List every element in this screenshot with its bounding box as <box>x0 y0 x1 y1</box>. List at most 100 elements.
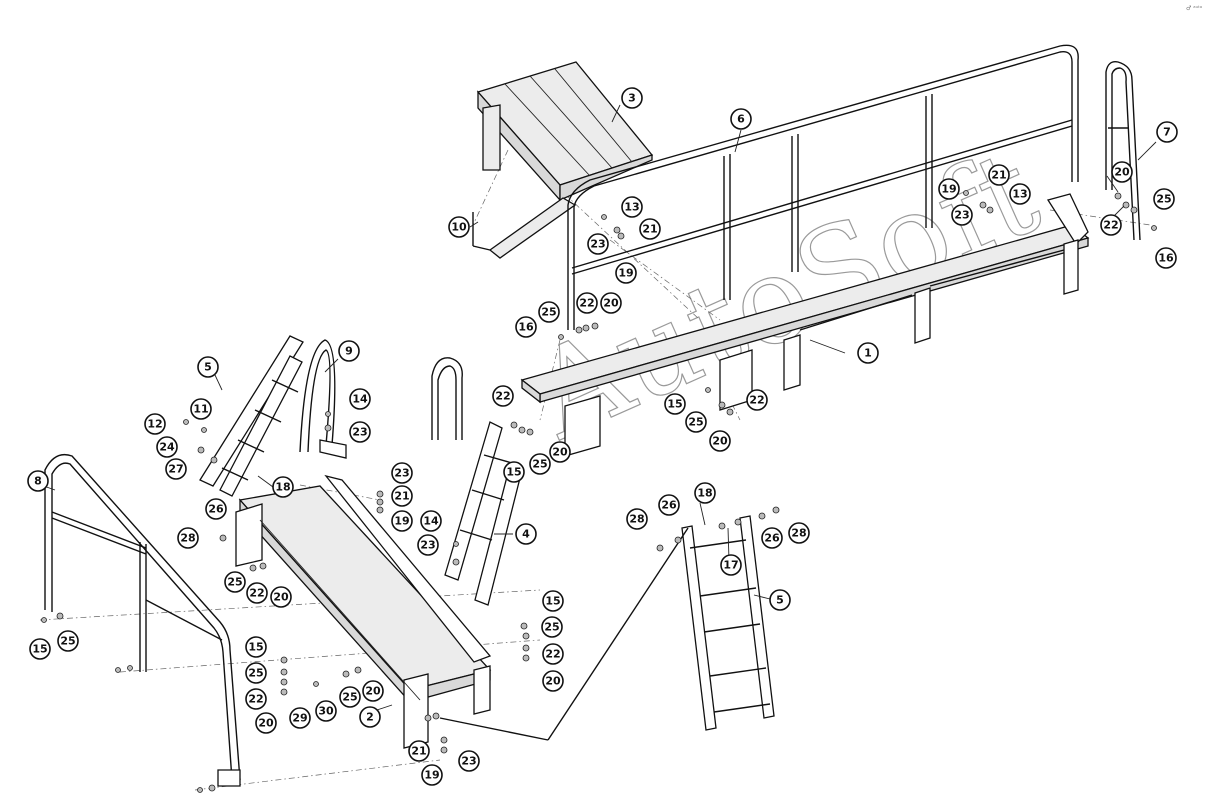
svg-text:20: 20 <box>258 717 274 730</box>
svg-text:25: 25 <box>544 621 559 634</box>
callout-20: 20 <box>270 586 292 608</box>
callout-14: 14 <box>349 388 371 410</box>
callout-12: 12 <box>144 413 166 435</box>
part-7-end-rail <box>1105 61 1141 241</box>
svg-text:6: 6 <box>737 113 745 126</box>
callout-26: 26 <box>658 494 680 516</box>
callout-1: 1 <box>857 342 879 364</box>
svg-text:28: 28 <box>629 513 644 526</box>
callout-20: 20 <box>709 430 731 452</box>
callout-20: 20 <box>255 712 277 734</box>
callout-25: 25 <box>245 662 267 684</box>
svg-text:21: 21 <box>411 745 426 758</box>
svg-text:24: 24 <box>159 441 175 454</box>
callout-15: 15 <box>503 461 525 483</box>
svg-text:20: 20 <box>712 435 728 448</box>
callout-19: 19 <box>615 262 637 284</box>
callout-22: 22 <box>576 292 598 314</box>
callout-28: 28 <box>626 508 648 530</box>
callout-25: 25 <box>224 571 246 593</box>
svg-text:18: 18 <box>275 481 290 494</box>
svg-text:21: 21 <box>991 169 1006 182</box>
svg-text:13: 13 <box>624 201 639 214</box>
svg-text:15: 15 <box>248 641 263 654</box>
part-1-main-deck <box>520 193 1090 457</box>
part-8-left-rail <box>44 453 241 787</box>
callout-6: 6 <box>730 108 752 130</box>
callout-25: 25 <box>541 616 563 638</box>
svg-text:15: 15 <box>667 398 682 411</box>
svg-text:20: 20 <box>365 685 381 698</box>
callout-22: 22 <box>1100 214 1122 236</box>
svg-text:4: 4 <box>522 528 530 541</box>
svg-text:20: 20 <box>273 591 289 604</box>
callout-29: 29 <box>289 707 311 729</box>
svg-text:22: 22 <box>749 394 764 407</box>
svg-text:23: 23 <box>954 209 969 222</box>
svg-text:23: 23 <box>420 539 435 552</box>
callout-15: 15 <box>542 590 564 612</box>
callout-25: 25 <box>685 411 707 433</box>
svg-text:29: 29 <box>292 712 307 725</box>
svg-text:15: 15 <box>506 466 521 479</box>
callout-13: 13 <box>621 196 643 218</box>
callout-5: 5 <box>197 356 219 378</box>
svg-text:22: 22 <box>495 390 510 403</box>
svg-text:12: 12 <box>147 418 162 431</box>
callout-7: 7 <box>1156 121 1178 143</box>
callout-23: 23 <box>458 750 480 772</box>
callout-17: 17 <box>720 554 742 576</box>
callout-14: 14 <box>420 510 442 532</box>
callout-23: 23 <box>391 462 413 484</box>
callout-22: 22 <box>492 385 514 407</box>
svg-text:25: 25 <box>688 416 703 429</box>
callout-25: 25 <box>57 630 79 652</box>
part-6-handrail <box>567 44 1079 330</box>
part-9-small-rail <box>299 339 347 459</box>
svg-text:9: 9 <box>345 345 353 358</box>
part-2-lower-platform <box>235 474 492 749</box>
callout-20: 20 <box>1111 161 1133 183</box>
callout-28: 28 <box>788 522 810 544</box>
callout-18: 18 <box>272 476 294 498</box>
callout-25: 25 <box>1153 188 1175 210</box>
svg-text:19: 19 <box>394 515 409 528</box>
hardware-fasteners <box>41 190 1157 793</box>
callout-19: 19 <box>421 764 443 786</box>
callout-15: 15 <box>245 636 267 658</box>
svg-text:8: 8 <box>34 475 42 488</box>
svg-text:17: 17 <box>723 559 738 572</box>
callout-21: 21 <box>408 740 430 762</box>
svg-text:20: 20 <box>552 446 568 459</box>
callout-15: 15 <box>29 638 51 660</box>
svg-text:16: 16 <box>1158 252 1174 265</box>
svg-text:15: 15 <box>545 595 560 608</box>
svg-text:22: 22 <box>249 587 264 600</box>
part-4-mid-ladder <box>431 357 523 606</box>
callout-19: 19 <box>391 510 413 532</box>
callout-23: 23 <box>587 233 609 255</box>
part-5-lower-ladder <box>439 515 775 741</box>
svg-text:21: 21 <box>394 490 409 503</box>
svg-text:3: 3 <box>628 92 636 105</box>
svg-text:22: 22 <box>579 297 594 310</box>
callout-11: 11 <box>190 398 212 420</box>
callout-26: 26 <box>761 527 783 549</box>
callout-18: 18 <box>694 482 716 504</box>
svg-text:2: 2 <box>366 711 374 724</box>
svg-text:23: 23 <box>394 467 409 480</box>
svg-text:25: 25 <box>1156 193 1171 206</box>
callout-19: 19 <box>938 178 960 200</box>
svg-text:25: 25 <box>248 667 263 680</box>
svg-text:10: 10 <box>451 221 467 234</box>
svg-text:19: 19 <box>424 769 439 782</box>
callout-5: 5 <box>769 589 791 611</box>
callout-10: 10 <box>448 216 470 238</box>
svg-text:20: 20 <box>545 675 561 688</box>
callout-15: 15 <box>664 393 686 415</box>
callout-27: 27 <box>165 458 187 480</box>
callout-24: 24 <box>156 436 178 458</box>
callout-28: 28 <box>177 527 199 549</box>
svg-text:28: 28 <box>791 527 806 540</box>
